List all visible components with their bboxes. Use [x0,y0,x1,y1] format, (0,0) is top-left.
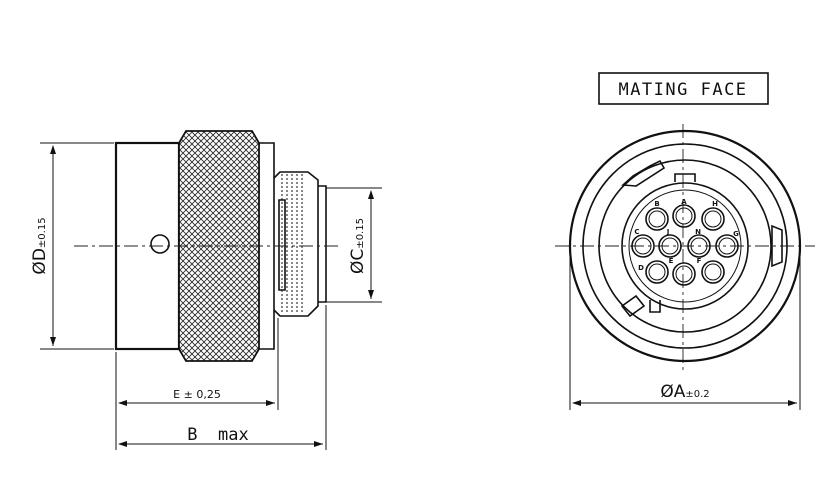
dim-b-label: B max [187,425,248,445]
pin-d: D [638,260,669,284]
insert-face [628,189,742,303]
svg-text:G: G [733,230,739,238]
pin-j: J [658,228,682,258]
body-hole [150,234,170,254]
pin-b: B [645,200,669,231]
svg-text:C: C [634,228,639,236]
front-view: MATING FACE B A H [555,72,815,410]
pin-a: A [672,198,696,228]
svg-text:E: E [669,257,674,265]
latch-bottom-left [620,294,646,318]
thread-window [278,199,286,291]
pin-f: F [697,257,725,284]
mating-face-title-box [598,72,769,105]
dim-c-label: ØC±0.15 [348,218,368,274]
svg-text:J: J [666,228,670,236]
thread-lines [281,174,303,314]
contact-pins: B A H C J N G [631,198,739,286]
side-view: ØD±0.15 ØC±0.15 E ± 0,25 B max [30,130,382,450]
front-nose [318,185,327,303]
pin-c: C [631,228,655,258]
svg-text:N: N [695,228,701,236]
pin-g: G [715,230,739,258]
notch-bottom [649,300,661,313]
dim-a-label: ØA±0.2 [660,382,709,402]
svg-text:F: F [697,257,702,265]
pin-n: N [687,228,711,258]
dim-e-label: E ± 0,25 [173,388,221,401]
key-top [674,173,696,182]
insert-shell [621,182,749,310]
latch-top-left [621,159,666,187]
svg-text:D: D [638,264,644,272]
knurl-ring-inner [582,143,788,349]
coupling-ring [598,159,772,333]
mating-face-title: MATING FACE [618,80,747,100]
outer-ring [568,129,802,363]
pin-h: H [701,200,725,231]
svg-text:H: H [712,200,718,208]
svg-text:B: B [654,200,659,208]
svg-text:A: A [681,198,687,206]
threaded-section [273,171,319,317]
key-right [771,224,783,268]
pin-e: E [669,257,696,286]
dim-d-label: ØD±0.15 [30,217,50,274]
